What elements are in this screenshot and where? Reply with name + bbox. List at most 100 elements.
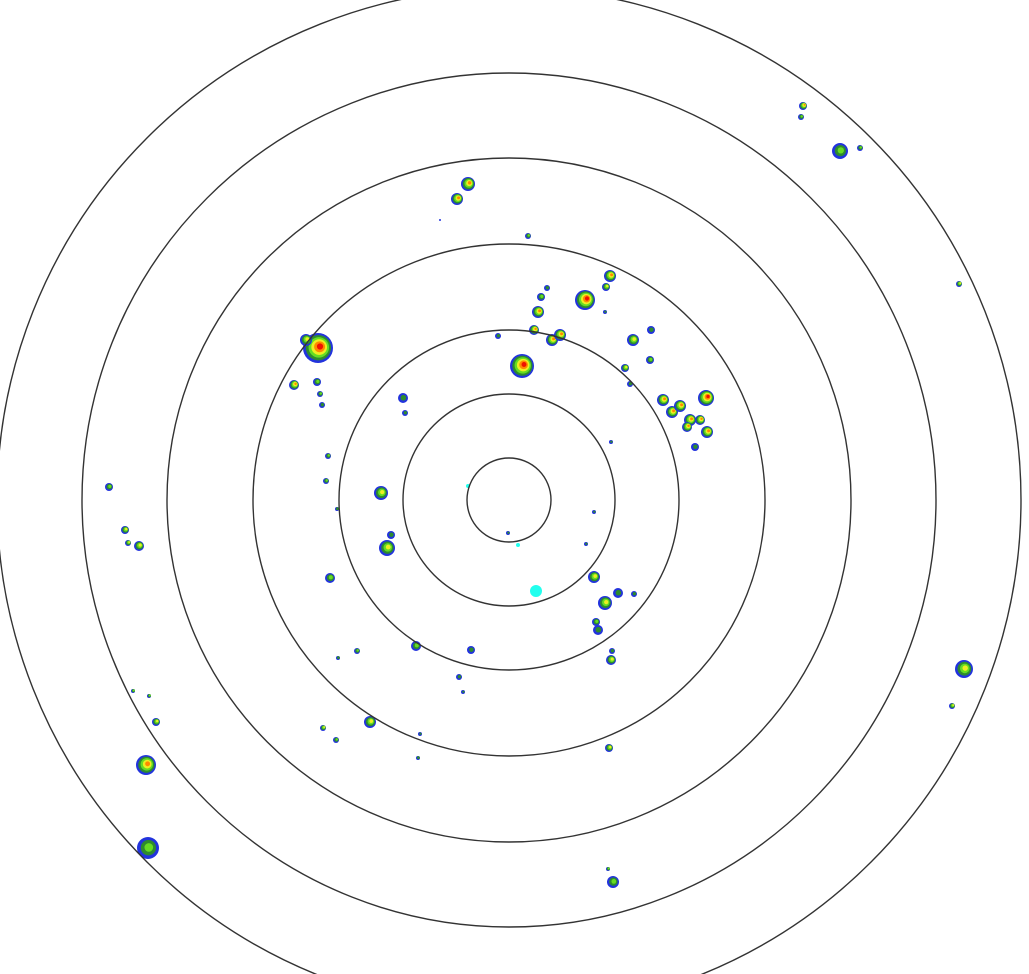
echo-cell [608,745,612,749]
radar-echo [646,356,654,364]
echo-cell [690,417,694,421]
echo-cell [610,657,614,661]
echo-cell [148,694,151,697]
echo-cell [611,879,617,884]
radar-echo [402,410,408,416]
echo-cell [649,357,653,361]
echo-cell [337,656,340,660]
echo-cell [325,479,328,482]
echo-cell [128,541,131,544]
echo-cell [552,337,556,341]
radar-echo [609,440,613,444]
echo-cell [419,732,422,735]
echo-cell [400,394,407,401]
echo-cell [496,334,501,338]
echo-cell [803,103,806,106]
radar-echo [506,531,510,535]
echo-cell [680,403,684,407]
radar-echo [320,725,326,731]
radar-echo [456,674,462,680]
radar-echo [131,689,135,693]
echo-cell [610,649,615,653]
echo-cell [319,392,322,395]
radar-echo [593,625,603,635]
radar-echo [695,415,705,425]
radar-echo [631,591,637,597]
echo-cell [672,409,676,413]
radar-echo [698,390,714,406]
radar-echo [461,690,465,694]
precipitation-echoes [105,102,973,888]
radar-echo [592,618,600,626]
radar-echo [627,334,639,346]
radar-echo [956,281,962,287]
radar-echo [137,837,159,859]
radar-echo [682,422,692,432]
radar-echo [602,283,610,291]
echo-cell [859,146,862,149]
radar-echo [530,585,542,597]
radar-echo [588,571,600,583]
radar-echo [317,391,323,397]
radar-echo [544,285,550,291]
echo-cell [538,309,542,313]
echo-cell [706,394,710,399]
echo-cell [610,440,613,443]
radar-echo [439,219,441,221]
echo-cell [323,726,326,729]
echo-cell [356,649,359,652]
radar-echo [606,655,616,665]
echo-cell [605,284,609,288]
echo-cell [417,756,420,760]
echo-cell [369,719,374,723]
radar-echo [529,325,539,335]
radar-echo [832,143,848,159]
radar-echo [416,756,420,760]
echo-cell [320,403,325,407]
range-ring [166,157,852,843]
echo-cell [693,444,698,449]
echo-cell [624,365,628,369]
echo-cell [687,424,690,428]
echo-cell [144,843,154,852]
echo-cell [507,531,510,534]
radar-echo [125,540,131,546]
radar-echo [657,394,669,406]
echo-cell [663,397,667,401]
radar-echo [379,540,395,556]
echo-cell [305,337,310,341]
radar-echo [607,876,619,888]
radar-echo [152,718,160,726]
radar-echo [136,755,156,775]
range-ring [252,243,766,757]
radar-echo [525,233,531,239]
echo-cell [469,647,474,652]
radar-echo [674,400,686,412]
range-ring [466,457,552,543]
echo-cell [560,332,564,336]
echo-cell [604,599,609,605]
echo-cell [540,294,544,298]
echo-cell [316,343,324,350]
echo-cell [108,484,112,488]
echo-cell [132,689,135,692]
echo-cell [457,675,462,679]
echo-cell [593,510,596,513]
echo-cell [316,379,320,383]
echo-cell [414,643,419,648]
radar-echo [495,333,501,339]
echo-cell [155,719,159,723]
radar-echo [325,573,335,583]
radar-echo [510,354,534,378]
echo-cell [145,761,151,767]
radar-echo [147,694,151,698]
echo-cell [545,286,550,290]
radar-echo [105,483,113,491]
echo-cell [527,234,530,237]
range-ring [81,72,937,928]
echo-cell [607,867,610,870]
radar-echo [857,145,863,151]
echo-cell [462,690,465,693]
radar-echo [609,648,615,654]
radar-echo [398,393,408,403]
